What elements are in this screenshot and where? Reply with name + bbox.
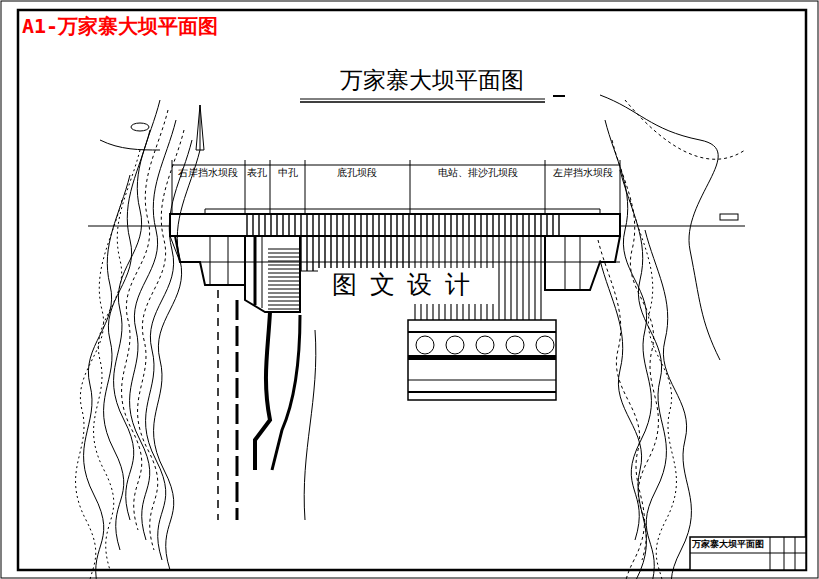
title-block-cell: 万家寨大坝平面图: [690, 537, 770, 553]
node-text: 万家寨大坝平面图: [692, 540, 768, 550]
sheet-header: A1-万家寨大坝平面图: [20, 15, 220, 37]
section-label: 中孔: [278, 167, 298, 178]
drawing-title: 万家寨大坝平面图: [340, 68, 524, 93]
section-label: 底孔坝段: [337, 167, 377, 178]
watermark-box: 图文设计: [318, 268, 498, 304]
section-label: 左岸挡水坝段: [553, 167, 613, 178]
section-label: 电站、排沙孔坝段: [438, 167, 518, 178]
section-label: 表孔: [247, 167, 267, 178]
section-label: 右岸挡水坝段: [178, 167, 238, 178]
node-text: 图文设计: [332, 271, 484, 299]
